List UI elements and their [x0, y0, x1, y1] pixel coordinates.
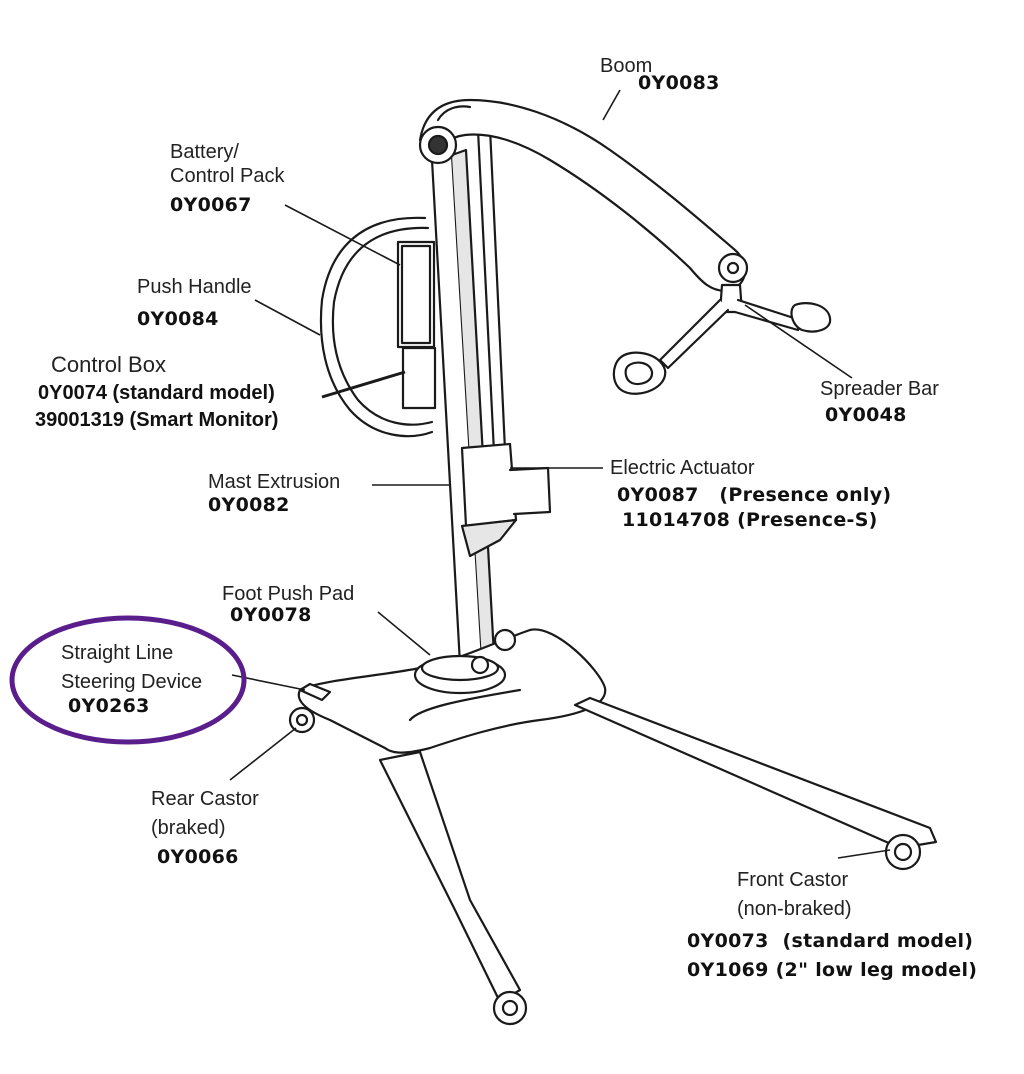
- steering-device-part-number: 0Y0263: [68, 695, 150, 717]
- spreader-bar-label: Spreader Bar: [820, 378, 939, 400]
- spreader-bar-drawing: [612, 283, 832, 395]
- battery-label-line1: Battery/: [170, 141, 239, 163]
- foot-push-pad-part-number: 0Y0078: [230, 604, 312, 626]
- front-castor-drawing: [492, 833, 922, 1026]
- steering-device-label-line2: Steering Device: [61, 671, 203, 693]
- electric-actuator-part-number-presence: 0Y0087 (Presence only): [617, 484, 892, 506]
- highlight-ellipse: [9, 615, 247, 745]
- steering-device-label-line1: Straight Line: [61, 642, 174, 664]
- control-box-drawing: [401, 346, 437, 410]
- base-drawing: [297, 628, 607, 754]
- control-box-part-number-smart: 39001319 (Smart Monitor): [35, 409, 279, 431]
- push-handle-drawing: [319, 216, 434, 438]
- boom-part-number: 0Y0083: [638, 72, 720, 94]
- rear-castor-label-line1: Rear Castor: [151, 788, 259, 810]
- front-castor-part-number-standard: 0Y0073 (standard model): [687, 930, 974, 952]
- battery-label-group: Battery/ Control Pack 0Y0067: [170, 142, 285, 215]
- rear-castor-part-number: 0Y0066: [157, 846, 239, 868]
- front-castor-label-line1: Front Castor: [737, 869, 849, 891]
- battery-label-line2: Control Pack: [170, 165, 285, 187]
- front-castor-label-line2: (non-braked): [737, 898, 852, 920]
- control-box-part-number-standard: 0Y0074 (standard model): [38, 382, 275, 404]
- push-handle-label: Push Handle: [137, 276, 252, 298]
- electric-actuator-label: Electric Actuator: [610, 457, 755, 479]
- rear-castor-label-line2: (braked): [151, 817, 226, 839]
- electric-actuator-part-number-presence-s: 11014708 (Presence-S): [622, 509, 878, 531]
- battery-part-number: 0Y0067: [170, 194, 252, 216]
- push-handle-part-number: 0Y0084: [137, 308, 219, 330]
- rear-castor-drawing: [288, 682, 332, 734]
- spreader-bar-part-number: 0Y0048: [825, 404, 907, 426]
- front-castor-part-number-low-leg: 0Y1069 (2" low leg model): [687, 959, 978, 981]
- control-box-label: Control Box: [51, 352, 166, 377]
- battery-pack-drawing: [396, 240, 436, 349]
- foot-push-pad-label: Foot Push Pad: [222, 583, 355, 605]
- mast-extrusion-label: Mast Extrusion: [208, 471, 341, 493]
- boom-label: Boom: [600, 55, 653, 77]
- actuator-drawing: [460, 442, 552, 558]
- mast-extrusion-part-number: 0Y0082: [208, 494, 290, 516]
